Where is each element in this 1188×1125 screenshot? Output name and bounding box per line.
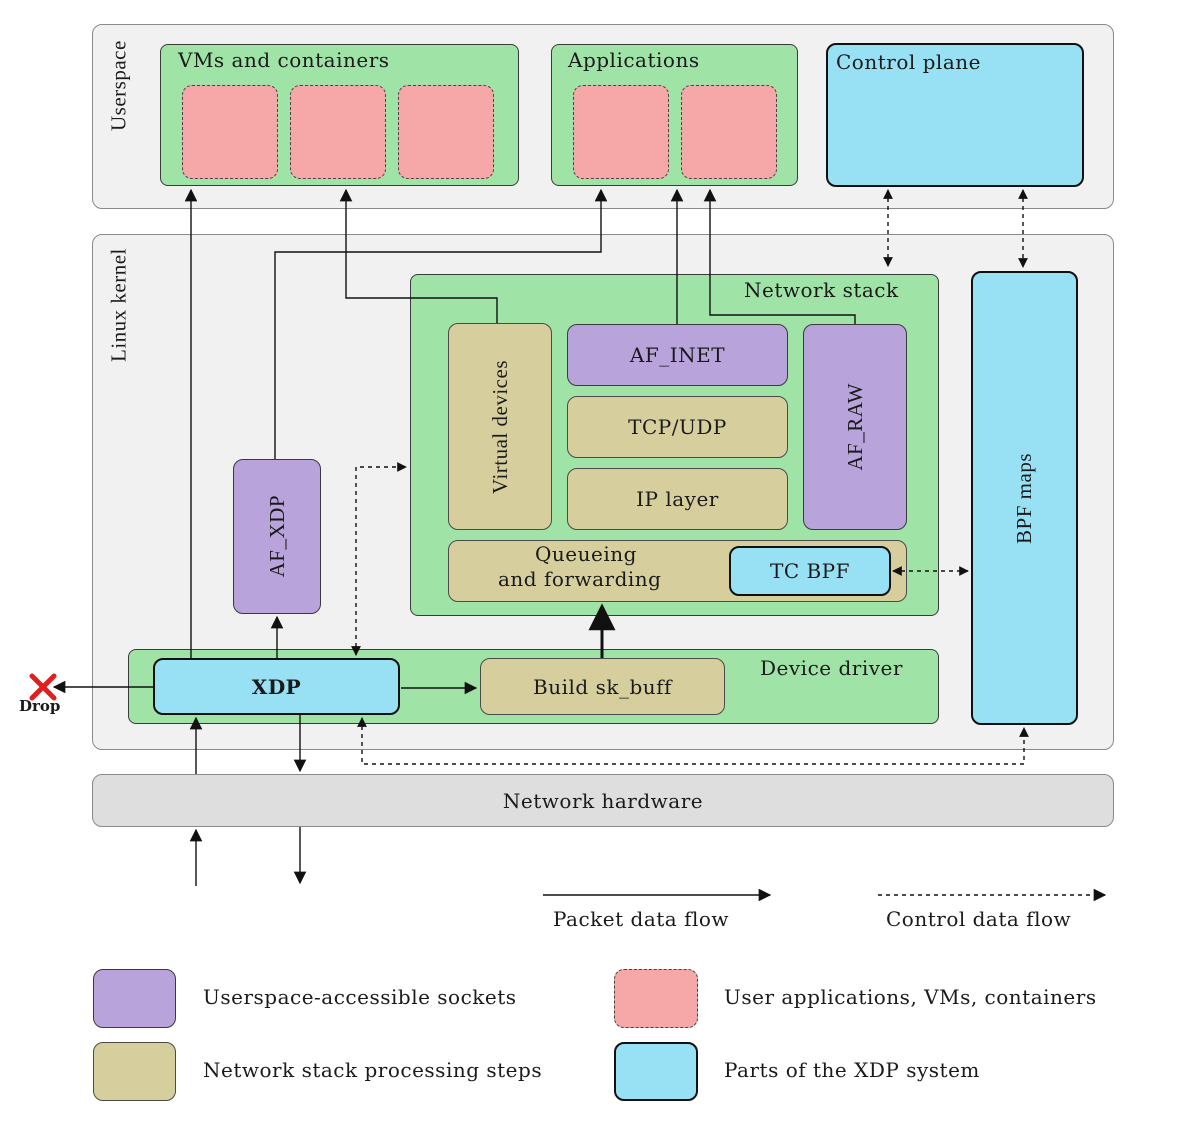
app-instance-1 bbox=[573, 85, 669, 179]
queueing-label-line2: and forwarding bbox=[498, 567, 662, 591]
arrow-virtdev-to-vms bbox=[339, 188, 498, 323]
ip-layer-label: IP layer bbox=[636, 487, 719, 511]
arrow-afxdp-to-apps bbox=[274, 188, 608, 459]
legend-swatch-steps bbox=[93, 1042, 176, 1101]
vm-instance-3 bbox=[398, 85, 494, 179]
virtual-devices-box: Virtual devices bbox=[448, 323, 552, 530]
tc-bpf-box: TC BPF bbox=[729, 546, 891, 596]
vm-instance-2 bbox=[290, 85, 386, 179]
applications-label: Applications bbox=[568, 48, 700, 72]
arrow-afraw-to-apps bbox=[703, 188, 856, 324]
control-plane-box bbox=[826, 43, 1084, 187]
af-raw-box: AF_RAW bbox=[803, 324, 907, 530]
arrow-xdp-bpf bbox=[357, 717, 1029, 765]
af-inet-label: AF_INET bbox=[629, 343, 726, 367]
legend-swatch-sockets bbox=[93, 969, 176, 1028]
legend-swatch-xdp bbox=[614, 1042, 698, 1101]
control-flow-label: Control data flow bbox=[886, 907, 1072, 931]
tcp-udp-box: TCP/UDP bbox=[567, 396, 788, 458]
legend-label-apps: User applications, VMs, containers bbox=[724, 985, 1097, 1009]
network-stack-label: Network stack bbox=[744, 278, 899, 302]
ip-layer-box: IP layer bbox=[567, 468, 788, 530]
build-sk-buff-label: Build sk_buff bbox=[533, 674, 672, 699]
control-plane-label: Control plane bbox=[836, 50, 981, 74]
xdp-label: XDP bbox=[251, 674, 302, 699]
bpf-maps-box: BPF maps bbox=[971, 271, 1078, 725]
arrow-xdp-netstack bbox=[351, 462, 407, 656]
vms-containers-label: VMs and containers bbox=[178, 48, 390, 72]
drop-icon bbox=[29, 673, 57, 701]
device-driver-label: Device driver bbox=[760, 656, 903, 680]
tcp-udp-label: TCP/UDP bbox=[628, 415, 727, 439]
af-inet-box: AF_INET bbox=[567, 324, 788, 386]
drop-label: Drop bbox=[19, 697, 61, 715]
legend-label-sockets: Userspace-accessible sockets bbox=[203, 985, 517, 1009]
network-hardware-box: Network hardware bbox=[92, 774, 1114, 827]
build-sk-buff-box: Build sk_buff bbox=[480, 658, 725, 715]
legend-label-steps: Network stack processing steps bbox=[203, 1058, 543, 1082]
network-hardware-label: Network hardware bbox=[502, 788, 704, 813]
vm-instance-1 bbox=[182, 85, 278, 179]
packet-flow-label: Packet data flow bbox=[553, 907, 730, 931]
legend-label-xdp: Parts of the XDP system bbox=[724, 1058, 980, 1082]
app-instance-2 bbox=[681, 85, 777, 179]
legend-swatch-apps bbox=[614, 969, 698, 1028]
af-xdp-box: AF_XDP bbox=[233, 459, 321, 614]
tc-bpf-label: TC BPF bbox=[769, 559, 851, 583]
xdp-box: XDP bbox=[153, 658, 400, 715]
queueing-label-line1: Queueing bbox=[535, 542, 637, 566]
